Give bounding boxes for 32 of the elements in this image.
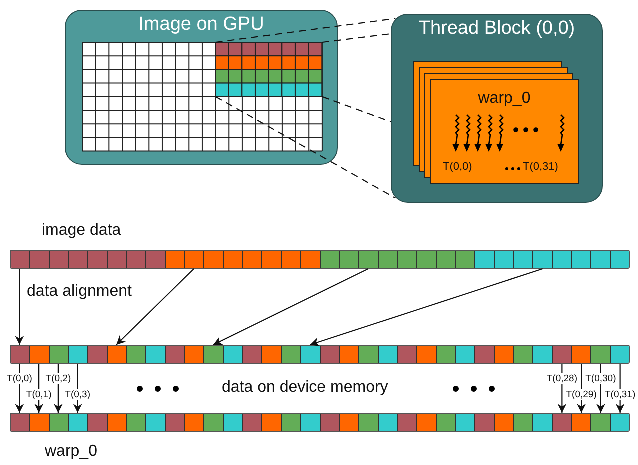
arrow: [310, 268, 543, 346]
edge-label: T(0,28): [546, 374, 578, 384]
warp-card: [430, 79, 579, 184]
edge-label: T(0,1): [25, 390, 53, 400]
arrow: [213, 268, 369, 346]
bar-caption: image data: [42, 222, 122, 240]
memory-bar: [10, 250, 630, 269]
projection-line: [322, 96, 392, 123]
warp-label: warp_0: [477, 90, 532, 108]
edge-label: T(0,3): [64, 390, 92, 400]
bar-caption: data on device memory: [222, 379, 388, 397]
memory-bar: [10, 345, 630, 364]
panel-title: Image on GPU: [138, 14, 266, 36]
edge-label: T(0,29): [565, 390, 598, 400]
thread-block-panel: [391, 14, 603, 203]
edge-label: T(0,0): [6, 374, 34, 384]
edge-label: T(0,2): [44, 374, 72, 384]
projection-line: [216, 18, 396, 44]
highlighted-tile: [215, 42, 323, 98]
memory-bar: [10, 413, 630, 432]
projection-line: [216, 96, 396, 199]
arrow: [116, 268, 194, 346]
arrow: [15, 269, 24, 345]
image-panel: [65, 10, 338, 165]
projection-line: [322, 33, 392, 44]
thread-label: T(0,0): [443, 161, 472, 173]
panel-title: Thread Block (0,0): [418, 18, 576, 40]
edge-label: T(0,31): [604, 390, 637, 400]
edge-label: T(0,30): [584, 374, 618, 384]
note-label: data alignment: [27, 283, 132, 301]
thread-label: T(0,31): [523, 161, 558, 173]
bar-caption: warp_0: [45, 443, 98, 461]
